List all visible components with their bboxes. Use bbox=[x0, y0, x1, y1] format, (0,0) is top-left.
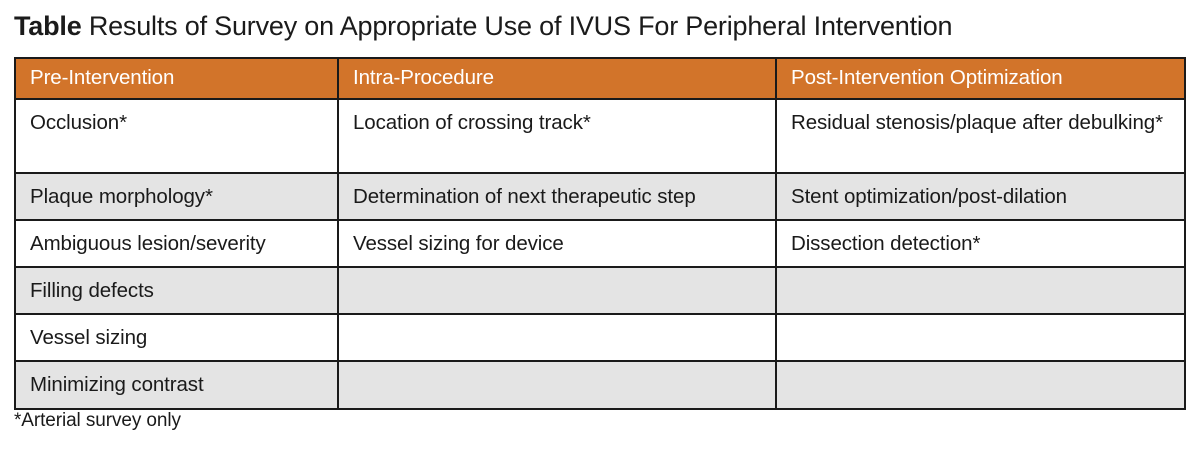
figure-title-text: Results of Survey on Appropriate Use of … bbox=[81, 11, 953, 41]
table-body: Occlusion* Location of crossing track* R… bbox=[16, 99, 1184, 408]
table-cell-empty bbox=[338, 361, 777, 408]
table-cell: Minimizing contrast bbox=[16, 361, 339, 408]
table-cell: Plaque morphology* bbox=[16, 173, 339, 221]
table-cell-empty bbox=[338, 314, 777, 362]
table-cell: Residual stenosis/plaque after debulking… bbox=[776, 99, 1184, 174]
table-cell-empty bbox=[776, 314, 1184, 362]
table-cell-empty bbox=[776, 267, 1184, 315]
figure-title: Table Results of Survey on Appropriate U… bbox=[14, 9, 1186, 43]
table-header: Pre-Intervention Intra-Procedure Post-In… bbox=[16, 59, 1184, 100]
column-header-intra-procedure: Intra-Procedure bbox=[338, 59, 777, 100]
table-cell: Determination of next therapeutic step bbox=[338, 173, 777, 221]
table-cell: Dissection detection* bbox=[776, 220, 1184, 268]
table-row: Filling defects bbox=[16, 267, 1184, 315]
survey-table: Pre-Intervention Intra-Procedure Post-In… bbox=[16, 59, 1184, 408]
figure-title-label: Table bbox=[14, 11, 82, 41]
column-header-post-intervention-optimization: Post-Intervention Optimization bbox=[776, 59, 1184, 100]
table-row: Minimizing contrast bbox=[16, 361, 1184, 408]
column-header-pre-intervention: Pre-Intervention bbox=[16, 59, 339, 100]
table-cell: Occlusion* bbox=[16, 99, 339, 174]
table-row: Ambiguous lesion/severity Vessel sizing … bbox=[16, 220, 1184, 268]
table-header-row: Pre-Intervention Intra-Procedure Post-In… bbox=[16, 59, 1184, 100]
table-cell: Vessel sizing bbox=[16, 314, 339, 362]
table-cell: Vessel sizing for device bbox=[338, 220, 777, 268]
table-cell: Location of crossing track* bbox=[338, 99, 777, 174]
table-cell: Filling defects bbox=[16, 267, 339, 315]
table-row: Vessel sizing bbox=[16, 314, 1184, 362]
table-footnote: *Arterial survey only bbox=[14, 410, 181, 431]
table-cell-empty bbox=[338, 267, 777, 315]
table-cell: Ambiguous lesion/severity bbox=[16, 220, 339, 268]
table-row: Plaque morphology* Determination of next… bbox=[16, 173, 1184, 221]
table-cell: Stent optimization/post-dilation bbox=[776, 173, 1184, 221]
survey-table-container: Pre-Intervention Intra-Procedure Post-In… bbox=[14, 57, 1186, 410]
table-row: Occlusion* Location of crossing track* R… bbox=[16, 99, 1184, 174]
table-cell-empty bbox=[776, 361, 1184, 408]
